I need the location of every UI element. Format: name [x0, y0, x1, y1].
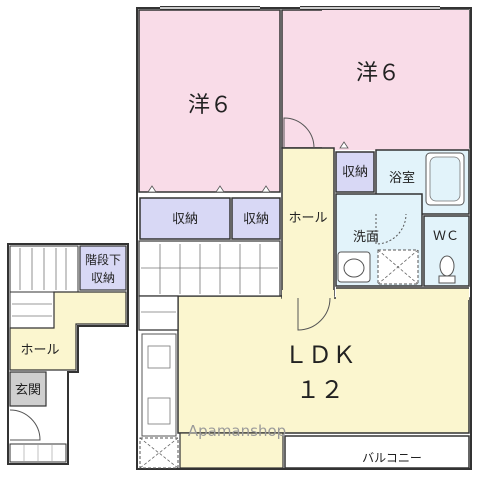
- upper-stair-area: [138, 240, 281, 297]
- fridge-cross-1: [139, 437, 179, 469]
- lower-stair-flight-2: [9, 291, 55, 329]
- storage-1: [139, 197, 231, 240]
- washer-space-cross-2: [377, 249, 419, 285]
- ldk-lower: [179, 432, 284, 469]
- understair-label-1: 階段下: [85, 252, 121, 267]
- storage-3: [335, 151, 375, 193]
- ldk-east: [336, 288, 469, 300]
- entrance-label: 玄関: [15, 383, 41, 398]
- storage-2-label: 収納: [243, 212, 269, 227]
- watermark: Apamanshop: [188, 422, 286, 440]
- toilet-tank: [438, 275, 456, 284]
- wc-label: ＷＣ: [433, 229, 459, 244]
- ldk-label: ＬＤＫ: [284, 341, 356, 369]
- storage-1-label: 収納: [172, 212, 198, 227]
- hall-upper-label: ホール: [288, 211, 327, 226]
- entrance: [9, 371, 47, 407]
- ldk-hall-connector: [282, 290, 334, 300]
- fridge-cross-2: [139, 437, 179, 469]
- door-swing-entrance: [9, 409, 41, 441]
- western-room-1: [138, 9, 281, 193]
- toilet-bowl: [439, 255, 455, 277]
- kitchen-sink: [147, 345, 171, 369]
- kitchen-stove: [147, 397, 171, 425]
- understair-storage: [79, 245, 127, 291]
- bathtub-inner: [429, 156, 461, 202]
- storage-2: [231, 197, 281, 240]
- western-room-2-lower: [322, 10, 469, 150]
- hall-upper: [281, 147, 335, 297]
- closet-marker-1: [147, 185, 157, 193]
- hall-lower-label: ホール: [20, 343, 59, 358]
- closet-marker-3: [261, 185, 271, 193]
- washbasin-bowl: [343, 258, 365, 278]
- door-swing-western-2: [283, 117, 315, 149]
- western-room-1-label: 洋６: [188, 93, 232, 118]
- understair-label-2: 収納: [91, 271, 115, 285]
- washroom-label: 洗面: [353, 230, 379, 245]
- upper-stair-landing: [138, 295, 179, 331]
- ldk-size-label: １２: [296, 376, 344, 404]
- western-room-2-label: 洋６: [356, 61, 400, 86]
- hall-lower: [9, 291, 127, 371]
- closet-marker-4: [339, 141, 349, 149]
- bathroom-label: 浴室: [389, 170, 415, 186]
- storage-3-label: 収納: [342, 165, 368, 180]
- balcony-label: バルコニー: [362, 451, 422, 465]
- balcony: [284, 435, 470, 469]
- closet-marker-2: [215, 185, 225, 193]
- door-swing-hall-ldk: [297, 297, 331, 331]
